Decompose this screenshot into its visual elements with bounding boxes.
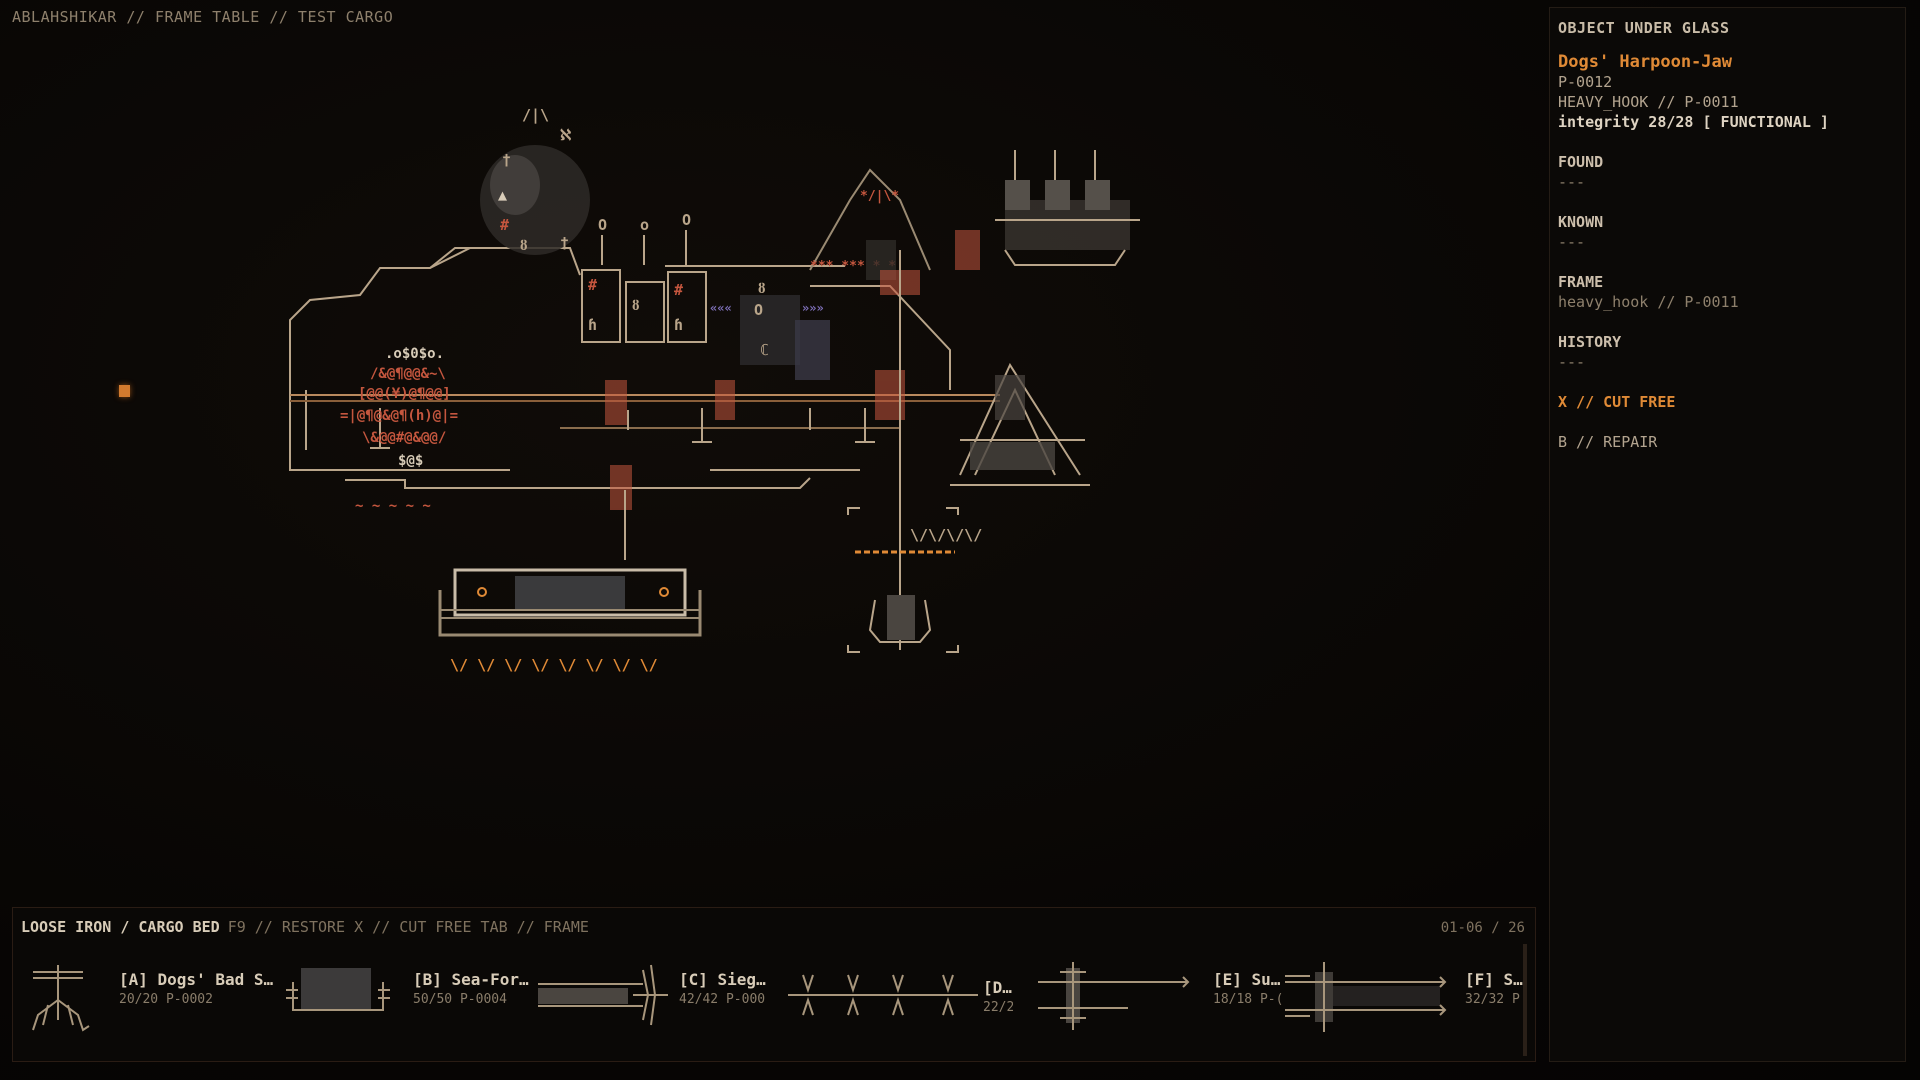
cabin-glyph-4: ɦ xyxy=(588,316,597,334)
breadcrumb: ABLAHSHIKAR // FRAME TABLE // TEST CARGO xyxy=(12,8,394,26)
known-value: --- xyxy=(1558,233,1586,251)
barge-teeth: \/ \/ \/ \/ \/ \/ \/ \/ xyxy=(450,656,658,674)
hull-icon xyxy=(286,968,390,1011)
engine-arrows-right: »»» xyxy=(802,301,824,315)
inspector-panel: OBJECT UNDER GLASS Dogs' Harpoon-Jaw P-0… xyxy=(1549,7,1906,1062)
cabin-glyph-3: # xyxy=(674,281,683,299)
object-id: P-0012 xyxy=(1558,73,1613,91)
engine-arrows-left: ««« xyxy=(710,301,732,315)
cargo-item-f-sub: 32/32 P xyxy=(1465,992,1520,1007)
pyramid-block-top xyxy=(995,375,1025,420)
cargo-item-d-label: [D… xyxy=(983,978,1012,997)
cargo-item-c[interactable]: [C] Sieg… 42/42 P-000 xyxy=(533,960,788,1050)
cargo-scrollbar[interactable] xyxy=(1523,944,1527,1056)
history-label: HISTORY xyxy=(1558,333,1622,351)
cargo-item-d-sub: 22/2 xyxy=(983,1000,1013,1015)
repair-action[interactable]: B // REPAIR xyxy=(1558,433,1658,451)
skull-dagger-glyph: † xyxy=(502,151,511,169)
cargo-item-b-sub: 50/50 P-0004 xyxy=(413,992,507,1007)
cabin-glyph-1: # xyxy=(588,276,597,294)
cabin-row[interactable] xyxy=(581,269,707,343)
jaw-line-4: =|@¶@&@¶(h)@|= xyxy=(340,408,458,424)
jaw-line-1: .o$0$o. xyxy=(385,346,444,362)
engine-glyph-ring: ȣ xyxy=(758,279,766,297)
cargo-item-a-sub: 20/20 P-0002 xyxy=(119,992,213,1007)
lance-icon xyxy=(1038,962,1190,1030)
pyramid-block xyxy=(970,442,1055,470)
center-engine[interactable]: ȣ O ℂ ««« »»» xyxy=(710,279,830,380)
cargo-item-d[interactable]: [D… 22/2 xyxy=(783,960,1038,1050)
cargo-item-c-sub: 42/42 P-000 xyxy=(679,992,766,1007)
cargo-item-e[interactable]: [E] Su… 18/18 P-( xyxy=(1038,960,1293,1050)
frame-value: heavy_hook // P-0011 xyxy=(1558,293,1739,311)
inspector-header: OBJECT UNDER GLASS xyxy=(1558,19,1730,37)
found-value: --- xyxy=(1558,173,1586,191)
ship-assembly[interactable]: /|\ ℵ † # † ȣ ▲ O o O # ȣ # ɦ ɦ xyxy=(270,90,1150,690)
skull-ornament[interactable]: /|\ ℵ † # † ȣ ▲ xyxy=(480,106,590,255)
cargo-title: LOOSE IRON / CARGO BED xyxy=(21,918,220,936)
cargo-rack[interactable] xyxy=(995,150,1140,266)
spike-rail-icon xyxy=(788,974,978,1016)
star-bow[interactable]: */|\* *** *** * * xyxy=(809,168,931,280)
smoke-stacks: O o O xyxy=(598,211,691,265)
stack-glyph-1: O xyxy=(598,216,607,234)
twin-lance-icon xyxy=(1285,962,1447,1032)
skull-crown-glyph: /|\ xyxy=(522,106,549,125)
cargo-item-f-label: [F] S… xyxy=(1465,970,1523,989)
cursor-marker xyxy=(119,385,130,397)
cargo-item-b-label: [B] Sea-For… xyxy=(413,970,529,989)
found-label: FOUND xyxy=(1558,153,1604,171)
frame-label: FRAME xyxy=(1558,273,1604,291)
deck-posts xyxy=(370,408,875,449)
hook-icon xyxy=(32,965,90,1032)
cargo-item-a[interactable]: [A] Dogs' Bad S… 20/20 P-0002 xyxy=(23,960,281,1050)
skull-ring-glyph: ȣ xyxy=(520,236,528,254)
harpoon-jaw[interactable]: .o$0$o. /&@¶@@&~\ [@@(¥)@¶@@] =|@¶@&@¶(h… xyxy=(340,346,458,514)
cabin-glyph-2: ȣ xyxy=(632,296,640,314)
jaw-line-5: \&@@#@&@@/ xyxy=(362,430,446,446)
skull-eye-glyph: ▲ xyxy=(498,186,507,204)
cabin-glyph-5: ɦ xyxy=(674,316,683,334)
star-glyph-top: */|\* xyxy=(860,189,899,204)
history-value: --- xyxy=(1558,353,1586,371)
harpoon-launcher[interactable]: \/\/\/\/ xyxy=(624,250,982,653)
cargo-bed-panel: LOOSE IRON / CARGO BED F9 // RESTORE X //… xyxy=(12,907,1536,1062)
object-frame-ref: HEAVY_HOOK // P-0011 xyxy=(1558,93,1739,111)
cargo-page-count: 01-06 / 26 xyxy=(1440,920,1525,936)
cargo-item-e-label: [E] Su… xyxy=(1213,970,1281,989)
engine-glyph-moon: ℂ xyxy=(760,341,769,359)
cut-free-action[interactable]: X // CUT FREE xyxy=(1558,393,1676,411)
known-label: KNOWN xyxy=(1558,213,1604,231)
engine-glyph-O: O xyxy=(754,301,763,319)
jaw-line-2: /&@¶@@&~\ xyxy=(370,366,446,382)
skull-aleph-glyph: ℵ xyxy=(560,126,571,144)
object-integrity: integrity 28/28 [ FUNCTIONAL ] xyxy=(1558,113,1829,131)
skull-hash-glyph: # xyxy=(500,216,509,234)
harpoon-claw: \/\/\/\/ xyxy=(910,526,982,544)
cargo-header: LOOSE IRON / CARGO BED F9 // RESTORE X //… xyxy=(21,918,589,936)
damage-spots xyxy=(605,230,980,510)
ram-icon xyxy=(538,964,668,1026)
lower-barge[interactable]: \/ \/ \/ \/ \/ \/ \/ \/ xyxy=(438,568,702,674)
jaw-line-6: $@$ xyxy=(398,453,423,469)
cargo-item-c-label: [C] Sieg… xyxy=(679,970,766,989)
cargo-item-a-label: [A] Dogs' Bad S… xyxy=(119,970,274,989)
cargo-item-e-sub: 18/18 P-( xyxy=(1213,992,1284,1007)
jaw-line-3: [@@(¥)@¶@@] xyxy=(358,386,451,402)
object-name: Dogs' Harpoon-Jaw xyxy=(1558,52,1732,72)
cargo-item-b[interactable]: [B] Sea-For… 50/50 P-0004 xyxy=(283,960,538,1050)
skull-dagger-glyph-2: † xyxy=(560,234,569,252)
jaw-waves: ~ ~ ~ ~ ~ xyxy=(355,498,431,514)
stack-glyph-2: o xyxy=(640,216,649,234)
cargo-item-f[interactable]: [F] S… 32/32 P xyxy=(1285,960,1525,1050)
stack-glyph-3: O xyxy=(682,211,691,229)
cargo-keybinds: F9 // RESTORE X // CUT FREE TAB // FRAME xyxy=(227,918,589,936)
